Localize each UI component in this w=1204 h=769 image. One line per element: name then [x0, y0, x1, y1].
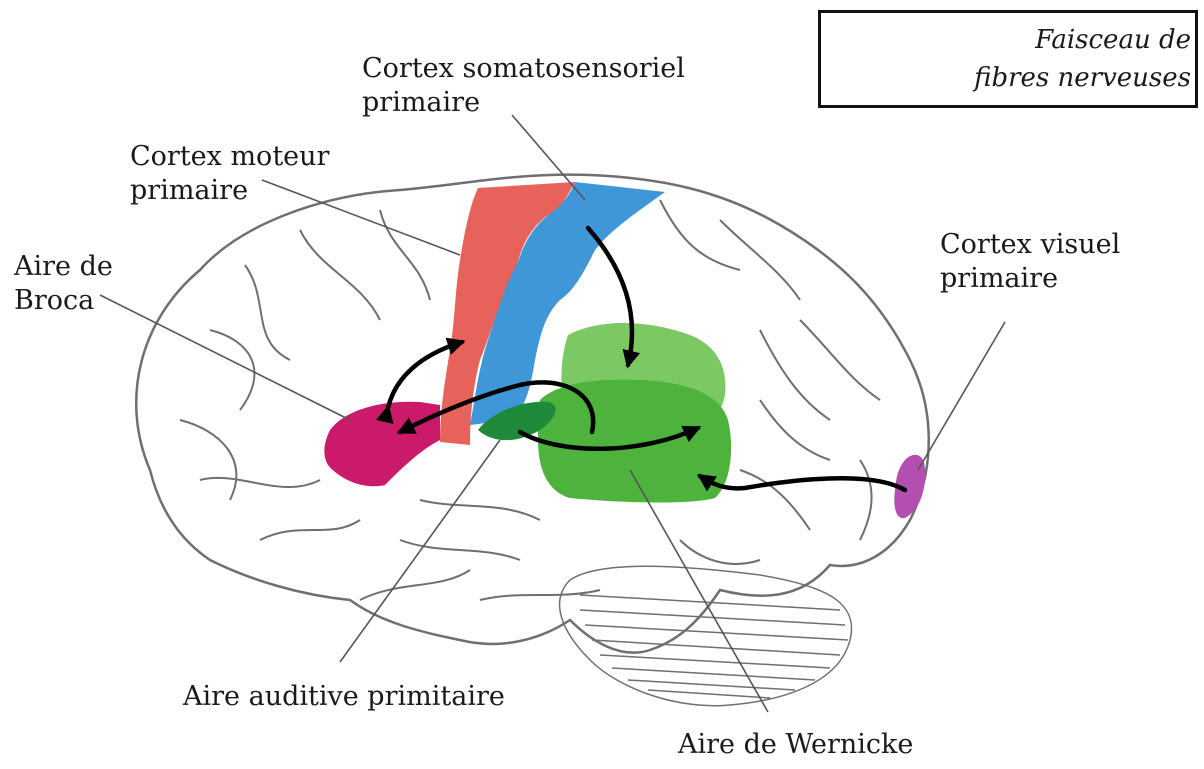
label-motor-line2: primaire: [130, 174, 329, 208]
arrow-visual-wernicke: [700, 476, 905, 490]
label-broca-line2: Broca: [14, 284, 113, 318]
label-wernicke: Aire de Wernicke: [678, 728, 913, 762]
leader-wernicke: [630, 470, 768, 712]
label-broca: Aire de Broca: [14, 250, 113, 318]
label-motor: Cortex moteur primaire: [130, 140, 329, 208]
label-visual-line1: Cortex visuel: [940, 228, 1120, 262]
label-visual-line2: primaire: [940, 262, 1120, 296]
legend-label: Faisceau de fibres nerveuses: [971, 21, 1191, 97]
label-somatosensory: Cortex somatosensoriel primaire: [362, 52, 685, 120]
label-somatosensory-line2: primaire: [362, 86, 685, 120]
label-motor-line1: Cortex moteur: [130, 140, 329, 174]
cerebellum: [560, 566, 852, 706]
leader-visual: [918, 322, 1005, 470]
leader-broca: [100, 295, 350, 420]
legend: Faisceau de fibres nerveuses: [818, 10, 1198, 108]
wernicke-area-region: [538, 380, 731, 503]
label-auditory: Aire auditive primitaire: [183, 680, 505, 714]
label-visual: Cortex visuel primaire: [940, 228, 1120, 296]
broca-area-region: [324, 402, 440, 487]
label-somatosensory-line1: Cortex somatosensoriel: [362, 52, 685, 86]
legend-line2: fibres nerveuses: [971, 59, 1191, 97]
label-broca-line1: Aire de: [14, 250, 113, 284]
legend-line1: Faisceau de: [971, 21, 1191, 59]
